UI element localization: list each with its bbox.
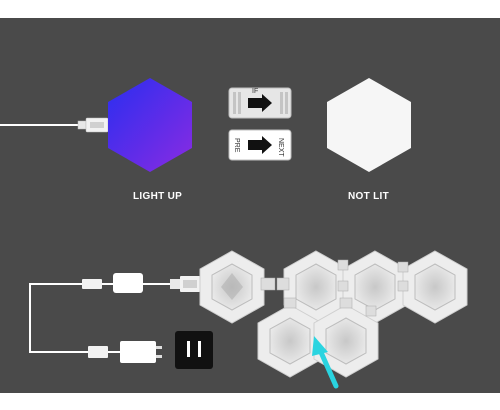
pointer-arrow-icon [312, 336, 339, 389]
light-up-label: LIGHT UP [133, 191, 183, 202]
connector-top-text: IF [252, 88, 258, 95]
connector-top: IF [228, 87, 292, 119]
lit-hexagon [108, 78, 192, 172]
cluster-hexagon-6 [313, 297, 379, 378]
not-lit-label: NOT LIT [348, 191, 389, 202]
hexagon-cluster [199, 250, 468, 378]
diagram-panel [0, 18, 500, 393]
connector-bottom: PRE NEXT [228, 129, 292, 161]
cluster-hexagon-2 [276, 250, 349, 324]
cluster-hexagon-4 [397, 250, 468, 324]
usb-cable-top [0, 117, 109, 133]
arrow-icon [248, 94, 272, 112]
unlit-hexagon [327, 78, 411, 172]
controller-box-icon [113, 273, 143, 293]
usb-plug-icon [88, 346, 108, 358]
cluster-hexagon-1 [199, 250, 276, 324]
wall-socket-icon [175, 331, 213, 369]
connector-next-text: NEXT [277, 138, 284, 157]
wiring-bottom [29, 273, 213, 369]
arrow-icon [248, 136, 272, 154]
power-adapter-icon [120, 341, 156, 363]
connector-pre-text: PRE [233, 138, 240, 153]
usb-plug-icon [82, 279, 102, 289]
cluster-hexagon-5 [257, 297, 323, 378]
